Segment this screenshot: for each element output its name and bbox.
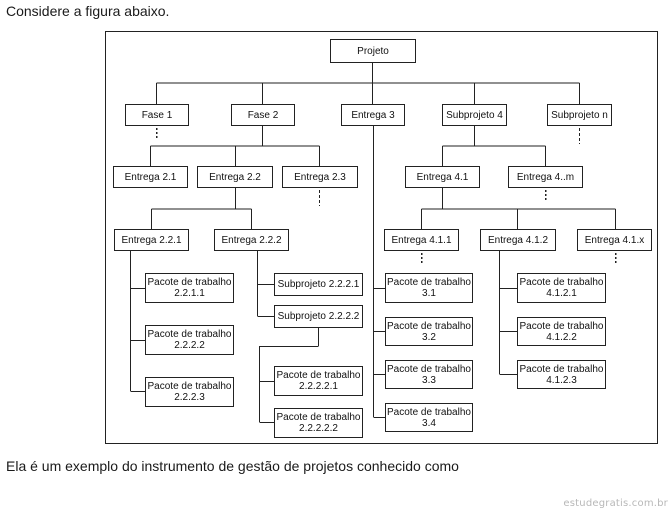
- wbs-node-entrega-4-1-2: Entrega 4.1.2: [480, 229, 556, 251]
- wbs-node-entrega-4-1-x: Entrega 4.1.x: [577, 229, 652, 251]
- node-label-line2: 2.2.2.3: [174, 392, 205, 403]
- wbs-node-entrega-3: Entrega 3: [341, 104, 405, 126]
- wbs-node-entrega-4-1-1: Entrega 4.1.1: [384, 229, 459, 251]
- node-label: Subprojeto 2.2.2.1: [277, 279, 360, 290]
- wbs-node-subprojeto-4: Subprojeto 4: [442, 104, 507, 126]
- wbs-node-fase-2: Fase 2: [231, 104, 295, 126]
- node-label: Fase 1: [141, 109, 173, 121]
- wbs-node-subprojeto-2-2-2-1: Subprojeto 2.2.2.1: [274, 273, 363, 296]
- node-label: Subprojeto 2.2.2.2: [277, 311, 360, 322]
- node-label-line1: Pacote de trabalho: [519, 320, 604, 332]
- wbs-node-entrega-2-3: Entrega 2.3: [282, 166, 358, 188]
- wbs-node-entrega-2-2: Entrega 2.2: [197, 166, 273, 188]
- wbs-node-subprojeto-n: Subprojeto n: [547, 104, 612, 126]
- wbs-node-entrega-4-1: Entrega 4.1: [405, 166, 480, 188]
- node-label: Entrega 4.1.1: [391, 234, 452, 246]
- node-label: Fase 2: [247, 109, 279, 121]
- node-label-line1: Pacote de trabalho: [147, 277, 232, 288]
- node-label: Entrega 2.3: [294, 171, 346, 183]
- node-label-line2: 2.2.2.2: [174, 340, 205, 351]
- node-label-line2: 4.1.2.2: [546, 331, 577, 343]
- node-label-line2: 4.1.2.3: [546, 374, 577, 386]
- node-label-line1: Pacote de trabalho: [387, 363, 471, 375]
- node-label-line2: 2.2.1.1: [174, 288, 205, 299]
- node-label: Entrega 2.2.1: [121, 234, 182, 246]
- node-label-line1: Pacote de trabalho: [147, 381, 232, 392]
- node-label-line2: 4.1.2.1: [546, 288, 577, 299]
- node-label-line1: Pacote de trabalho: [519, 277, 604, 288]
- node-label-line1: Pacote de trabalho: [387, 406, 471, 418]
- node-label-line2: 3.2: [422, 331, 436, 343]
- node-label-line1: Pacote de trabalho: [519, 363, 604, 375]
- node-label: Projeto: [357, 45, 389, 57]
- node-label: Entrega 4..m: [516, 171, 575, 183]
- question-text: Ela é um exemplo do instrumento de gestã…: [6, 458, 459, 474]
- node-label: Entrega 3: [351, 109, 395, 121]
- node-label: Subprojeto 4: [446, 109, 503, 121]
- node-label-line2: 3.4: [422, 417, 436, 429]
- node-label: Entrega 4.1.x: [584, 234, 645, 246]
- node-label: Entrega 2.2.2: [221, 234, 282, 246]
- node-label: Entrega 2.1: [124, 171, 177, 183]
- node-label-line2: 2.2.2.2.2: [299, 423, 338, 434]
- watermark: estudegratis.com.br: [563, 498, 668, 509]
- wbs-node-entrega-4-m: Entrega 4..m: [508, 166, 583, 188]
- wbs-node-fase-1: Fase 1: [125, 104, 189, 126]
- intro-text: Considere a figura abaixo.: [6, 3, 170, 19]
- wbs-node-projeto: Projeto: [330, 39, 416, 63]
- node-label: Entrega 2.2: [209, 171, 261, 183]
- node-label: Entrega 4.1.2: [487, 234, 549, 246]
- wbs-node-subprojeto-2-2-2-2: Subprojeto 2.2.2.2: [274, 305, 363, 328]
- wbs-node-entrega-2-1: Entrega 2.1: [113, 166, 188, 188]
- node-label: Entrega 4.1: [416, 171, 469, 183]
- diagram-frame: [105, 31, 658, 444]
- node-label: Subprojeto n: [551, 109, 608, 121]
- node-label-line2: 3.3: [422, 374, 436, 386]
- node-label-line1: Pacote de trabalho: [387, 277, 471, 288]
- node-label-line1: Pacote de trabalho: [276, 370, 361, 381]
- node-label-line1: Pacote de trabalho: [276, 412, 361, 423]
- wbs-node-entrega-2-2-1: Entrega 2.2.1: [114, 229, 189, 251]
- node-label-line2: 3.1: [422, 288, 436, 299]
- node-label-line1: Pacote de trabalho: [387, 320, 471, 332]
- node-label-line2: 2.2.2.2.1: [299, 381, 338, 392]
- wbs-node-entrega-2-2-2: Entrega 2.2.2: [214, 229, 289, 251]
- node-label-line1: Pacote de trabalho: [147, 329, 232, 340]
